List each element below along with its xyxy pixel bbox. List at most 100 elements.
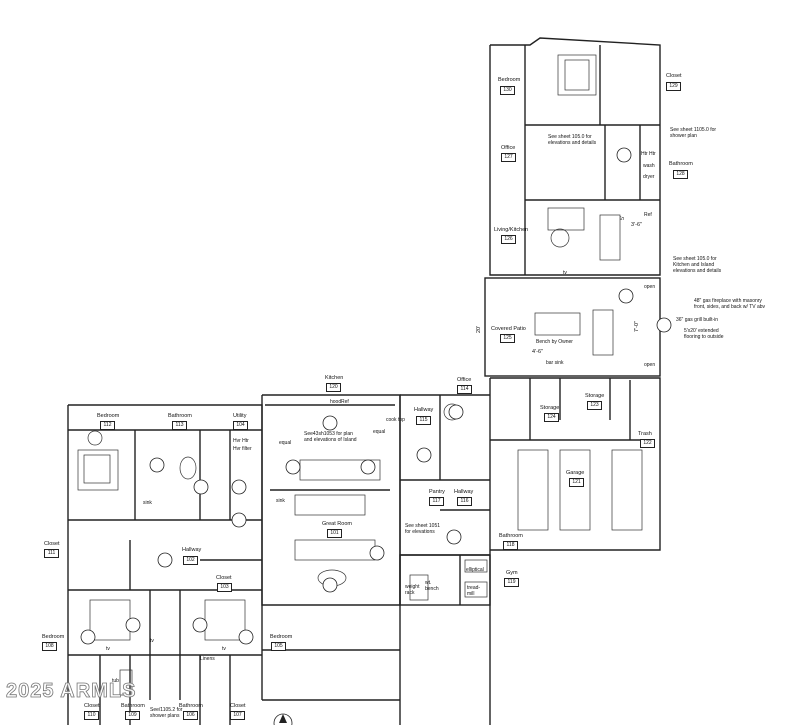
- dimension-3-6: 3'-6": [631, 222, 642, 228]
- dimension-7-0: 7'-0": [634, 321, 640, 332]
- fixture-cook-top: cook top: [386, 417, 405, 423]
- room-number-115: 115: [416, 416, 431, 425]
- dimension-5: 5': [620, 215, 626, 220]
- room-number-107: 107: [230, 711, 245, 720]
- room-number-113: 113: [172, 421, 187, 430]
- room-label-hallway-102: Hallway: [182, 547, 202, 553]
- room-number-129: 129: [666, 82, 681, 91]
- fixture-hood: hood: [330, 399, 342, 405]
- room-label-utility-104: Utility: [233, 413, 247, 419]
- fixture-equal-1: equal: [279, 440, 292, 446]
- room-label-bedroom-108: Bedroom: [42, 634, 65, 640]
- note-shower-plans: See/1105.2 for shower plans: [150, 707, 183, 719]
- room-number-112: 112: [100, 421, 115, 430]
- room-number-118: 118: [503, 541, 518, 550]
- room-label-kitchen-120: Kitchen: [325, 375, 344, 381]
- room-label-bathroom-106: Bathroom: [179, 703, 203, 709]
- room-label-closet-111: Closet: [44, 541, 60, 547]
- room-number-122: 122: [640, 439, 655, 448]
- room-number-110: 110: [84, 711, 99, 720]
- fixture-water-heater-upper: Htr Htr: [641, 151, 656, 157]
- note-kitchen-island-plan: See43sh1053 for plan and elevations of I…: [304, 431, 357, 443]
- room-number-127: 127: [501, 153, 516, 162]
- room-label-closet-110: Closet: [84, 703, 100, 709]
- elevation-markers: [80, 147, 672, 645]
- note-fireplace: 48" gas fireplace with masonry front, si…: [694, 298, 766, 310]
- room-label-storage-124: Storage: [540, 405, 560, 411]
- room-number-109: 109: [125, 711, 140, 720]
- note-elevations-1051: See sheet 1051 for elevations: [405, 523, 441, 535]
- room-number-124: 124: [544, 413, 559, 422]
- fixture-tv-1: tv: [106, 646, 110, 652]
- room-label-trash-122: Trash: [638, 431, 652, 437]
- fixture-sink-kitchen: sink: [276, 498, 285, 504]
- room-label-garage-121: Garage: [566, 470, 585, 476]
- room-number-119: 119: [504, 578, 519, 587]
- fixture-water-heater-lower: Hvr Htr: [233, 438, 249, 444]
- room-number-130: 130: [500, 86, 515, 95]
- room-label-great-room-101: Great Room: [322, 521, 352, 527]
- room-label-bathroom-128: Bathroom: [669, 161, 693, 167]
- room-label-closet-107: Closet: [230, 703, 246, 709]
- room-number-116: 116: [457, 497, 472, 506]
- fixture-dryer: dryer: [643, 174, 655, 180]
- room-label-office-127: Office: [501, 145, 516, 151]
- dimension-20: 20': [476, 325, 482, 333]
- watermark: 2025 ARMLS: [6, 680, 137, 703]
- fixture-weight-rack: weight rack: [405, 584, 420, 596]
- room-label-bathroom-109: Bathroom: [121, 703, 145, 709]
- fixture-hvac-filter: Hvr filter: [233, 446, 252, 452]
- fixture-weight-bench: wt. bench: [425, 580, 439, 592]
- room-label-living-kitchen-126: Living/Kitchen: [494, 227, 529, 233]
- room-number-108: 108: [42, 642, 57, 651]
- room-number-105: 105: [271, 642, 286, 651]
- room-number-104: 104: [233, 421, 248, 430]
- room-number-103: 103: [217, 583, 232, 592]
- room-label-gym-119: Gym: [506, 570, 518, 576]
- room-label-hallway-115: Hallway: [414, 407, 434, 413]
- fixture-bar-sink: bar sink: [546, 360, 564, 366]
- room-label-bedroom-105: Bedroom: [270, 634, 293, 640]
- room-number-121: 121: [569, 478, 584, 487]
- fixture-tub: tub: [112, 678, 119, 684]
- room-label-covered-patio-125: Covered Patio: [491, 326, 526, 332]
- dimension-4-6: 4'-6": [532, 349, 543, 355]
- room-number-125: 125: [500, 334, 515, 343]
- room-number-120: 120: [326, 383, 341, 392]
- room-label-pantry-117: Pantry: [429, 489, 445, 495]
- room-label-closet-129: Closet: [666, 73, 682, 79]
- fixture-elliptical: elliptical: [466, 567, 484, 573]
- fixture-linens: Linens: [200, 656, 215, 662]
- room-number-128: 128: [673, 170, 688, 179]
- room-label-bathroom-113: Bathroom: [168, 413, 192, 419]
- exterior-walls: [67, 37, 661, 725]
- room-label-hallway-116: Hallway: [454, 489, 474, 495]
- room-label-bedroom-130: Bedroom: [498, 77, 521, 83]
- fixture-bench-by-owner: Bench by Owner: [536, 339, 573, 345]
- fixture-tv-4: tv: [150, 638, 154, 644]
- fixture-open-bottom: open: [644, 362, 656, 368]
- note-extended-flooring: 5'x20' extended flooring to outside: [684, 328, 724, 340]
- furniture: [77, 54, 643, 696]
- room-number-106: 106: [183, 711, 198, 720]
- fixture-equal-2: equal: [373, 429, 386, 435]
- fixture-tv-2: tv: [222, 646, 226, 652]
- room-label-office-114: Office: [457, 377, 472, 383]
- fixture-treadmill: tread- mill: [467, 585, 481, 597]
- room-label-bedroom-112: Bedroom: [97, 413, 120, 419]
- fixture-ref-kitchen: Ref: [341, 399, 349, 405]
- north-arrow-icon: [273, 713, 293, 725]
- note-grill: 36" gas grill built-in: [676, 317, 719, 323]
- room-number-101: 101: [327, 529, 342, 538]
- room-number-126: 126: [501, 235, 516, 244]
- fixture-ref-upper: Ref: [644, 212, 652, 218]
- room-number-123: 123: [587, 401, 602, 410]
- fixture-wash: wash: [643, 163, 655, 169]
- room-label-closet-103: Closet: [216, 575, 232, 581]
- fixture-open-top: open: [644, 284, 656, 290]
- note-elevations-105: See sheet 105.0 for elevations and detai…: [548, 134, 597, 146]
- note-kitchen-island-105: See sheet 105.0 for Kitchen and Island e…: [673, 256, 722, 274]
- room-label-storage-123: Storage: [585, 393, 605, 399]
- room-number-117: 117: [429, 497, 444, 506]
